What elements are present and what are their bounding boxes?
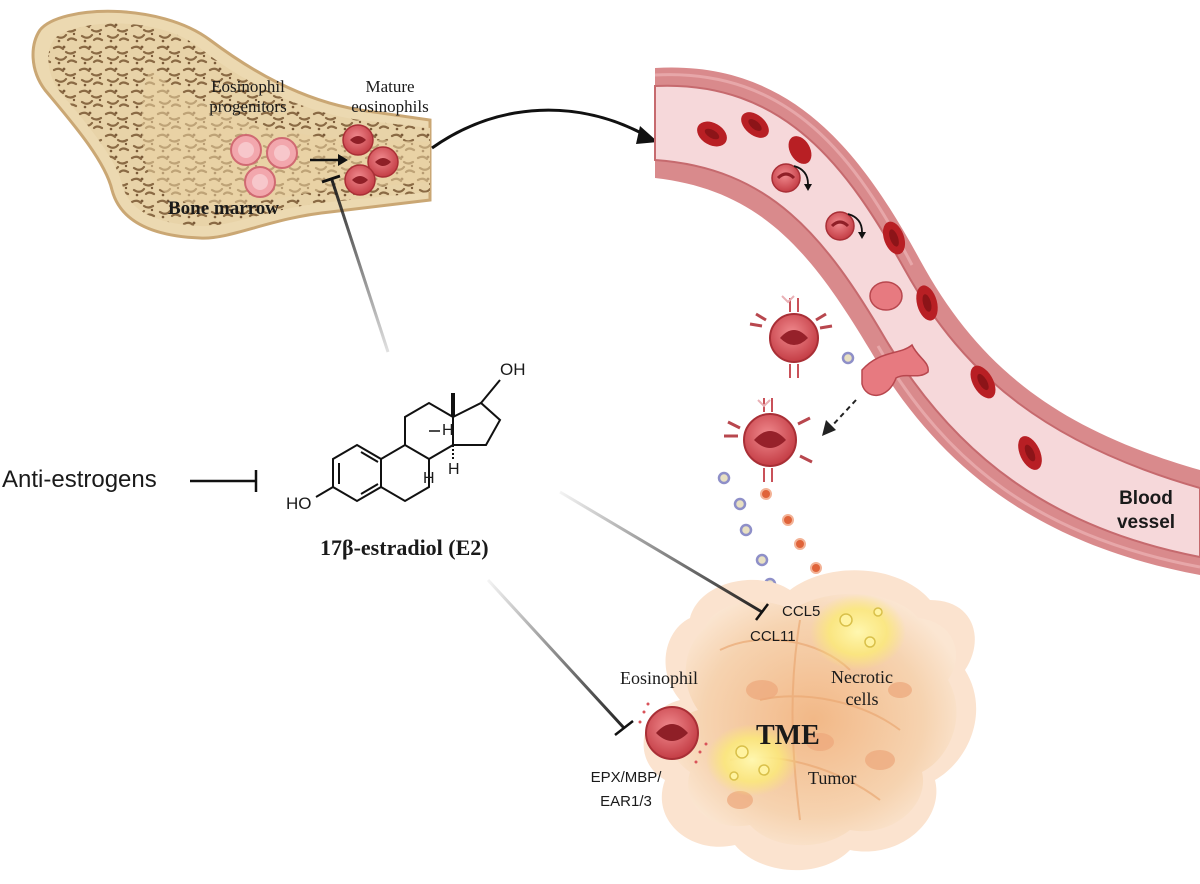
necrotic-cells xyxy=(706,594,906,796)
eosinophil-lower xyxy=(724,398,813,482)
granule-proteins-label: EPX/MBP/ EAR1/3 xyxy=(586,766,666,814)
blood-vessel-line1: Blood xyxy=(1119,488,1173,509)
eosinophil-progenitors-label: Eosinophil progenitors xyxy=(190,77,306,117)
e2-inhibits-maturation xyxy=(321,174,390,353)
blood-vessel xyxy=(654,67,1200,576)
necrotic-cells-label: Necrotic cells xyxy=(814,666,910,710)
mature-eosinophils-cluster xyxy=(342,124,399,196)
tumor-label: Tumor xyxy=(808,768,857,788)
granules-line2: EAR1/3 xyxy=(600,793,652,810)
rolling-eosinophils xyxy=(771,163,929,396)
eosinophil-progenitors-line2: progenitors xyxy=(209,97,287,116)
h1-label: H xyxy=(442,422,454,439)
necrotic-line2: cells xyxy=(845,689,879,709)
bone-to-vessel-arrow xyxy=(431,108,658,150)
estradiol-label: 17β-estradiol (E2) xyxy=(320,535,489,560)
blood-vessel-label: Blood vessel xyxy=(1104,487,1188,535)
estradiol-structure xyxy=(315,379,502,503)
anti-estrogens-label: Anti-estrogens xyxy=(2,466,157,493)
ccl11-label: CCL11 xyxy=(750,628,796,645)
blood-vessel-line2: vessel xyxy=(1116,512,1176,533)
eosinophil-progenitors-line1: Eosinophil xyxy=(211,77,285,96)
oh-left-label: HO xyxy=(286,494,312,513)
e2-inhibits-degranulation xyxy=(486,578,634,736)
tme-label: TME xyxy=(756,720,820,751)
h3-label: H xyxy=(448,461,460,478)
eosinophil-label: Eosinophil xyxy=(620,668,699,688)
red-blood-cells xyxy=(697,112,1042,470)
mature-eosinophils-line2: eosinophils xyxy=(351,97,429,116)
e2-inhibits-chemokines xyxy=(559,490,769,621)
necrotic-line1: Necrotic xyxy=(831,667,893,687)
transmigration-arrow xyxy=(822,399,857,436)
bone-marrow-label: Bone marrow xyxy=(168,198,279,219)
ccl5-label: CCL5 xyxy=(782,603,821,620)
eosinophil-upper xyxy=(749,295,855,378)
h2-label: H xyxy=(423,470,435,487)
maturation-arrow xyxy=(310,154,348,166)
mature-eosinophils-line1: Mature xyxy=(365,77,415,96)
eosinophil-progenitors xyxy=(230,134,298,198)
granules-line1: EPX/MBP/ xyxy=(590,769,662,786)
anti-estrogens-inhibition xyxy=(190,470,258,492)
tme-eosinophil xyxy=(638,702,708,764)
oh-top-label: OH xyxy=(500,360,526,379)
mature-eosinophils-label: Mature eosinophils xyxy=(330,77,450,117)
